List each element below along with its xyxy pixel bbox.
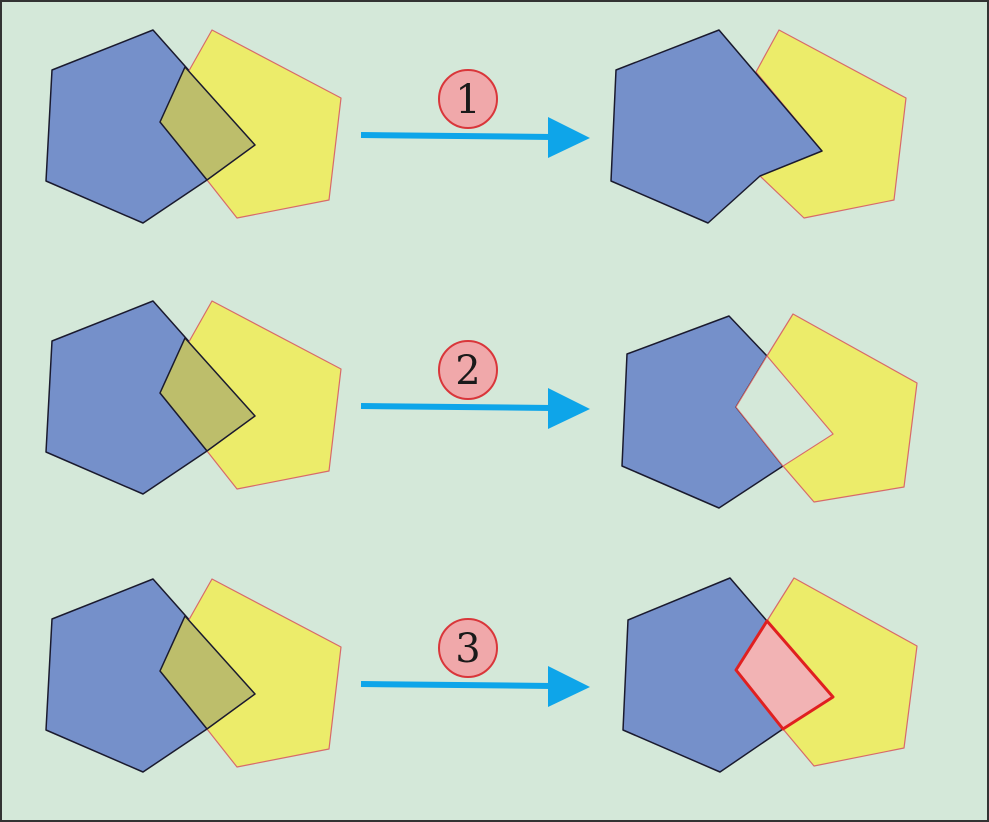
intersection-highlight [734,619,835,731]
row-2-result [621,313,918,509]
overlap-hole [735,355,834,467]
row-3-input [45,578,342,773]
step-1-arrow [360,117,590,158]
step-3-arrow [360,666,590,707]
overlap-region [159,66,256,181]
row-1-input [45,29,342,224]
step-1-label: 1 [455,77,480,123]
row-1-result [610,29,907,224]
pentagon-shape [755,29,907,219]
step-2-label: 2 [455,348,480,394]
overlap-region [159,615,256,730]
row-2-input [45,300,342,495]
step-3-badge: 3 [438,618,498,678]
row-3-result [622,577,918,773]
step-1-badge: 1 [438,69,498,129]
step-2-arrow [360,388,590,429]
step-3-label: 3 [455,626,480,672]
hexagon-shape [610,29,823,224]
overlap-region [159,337,256,452]
step-2-badge: 2 [438,340,498,400]
